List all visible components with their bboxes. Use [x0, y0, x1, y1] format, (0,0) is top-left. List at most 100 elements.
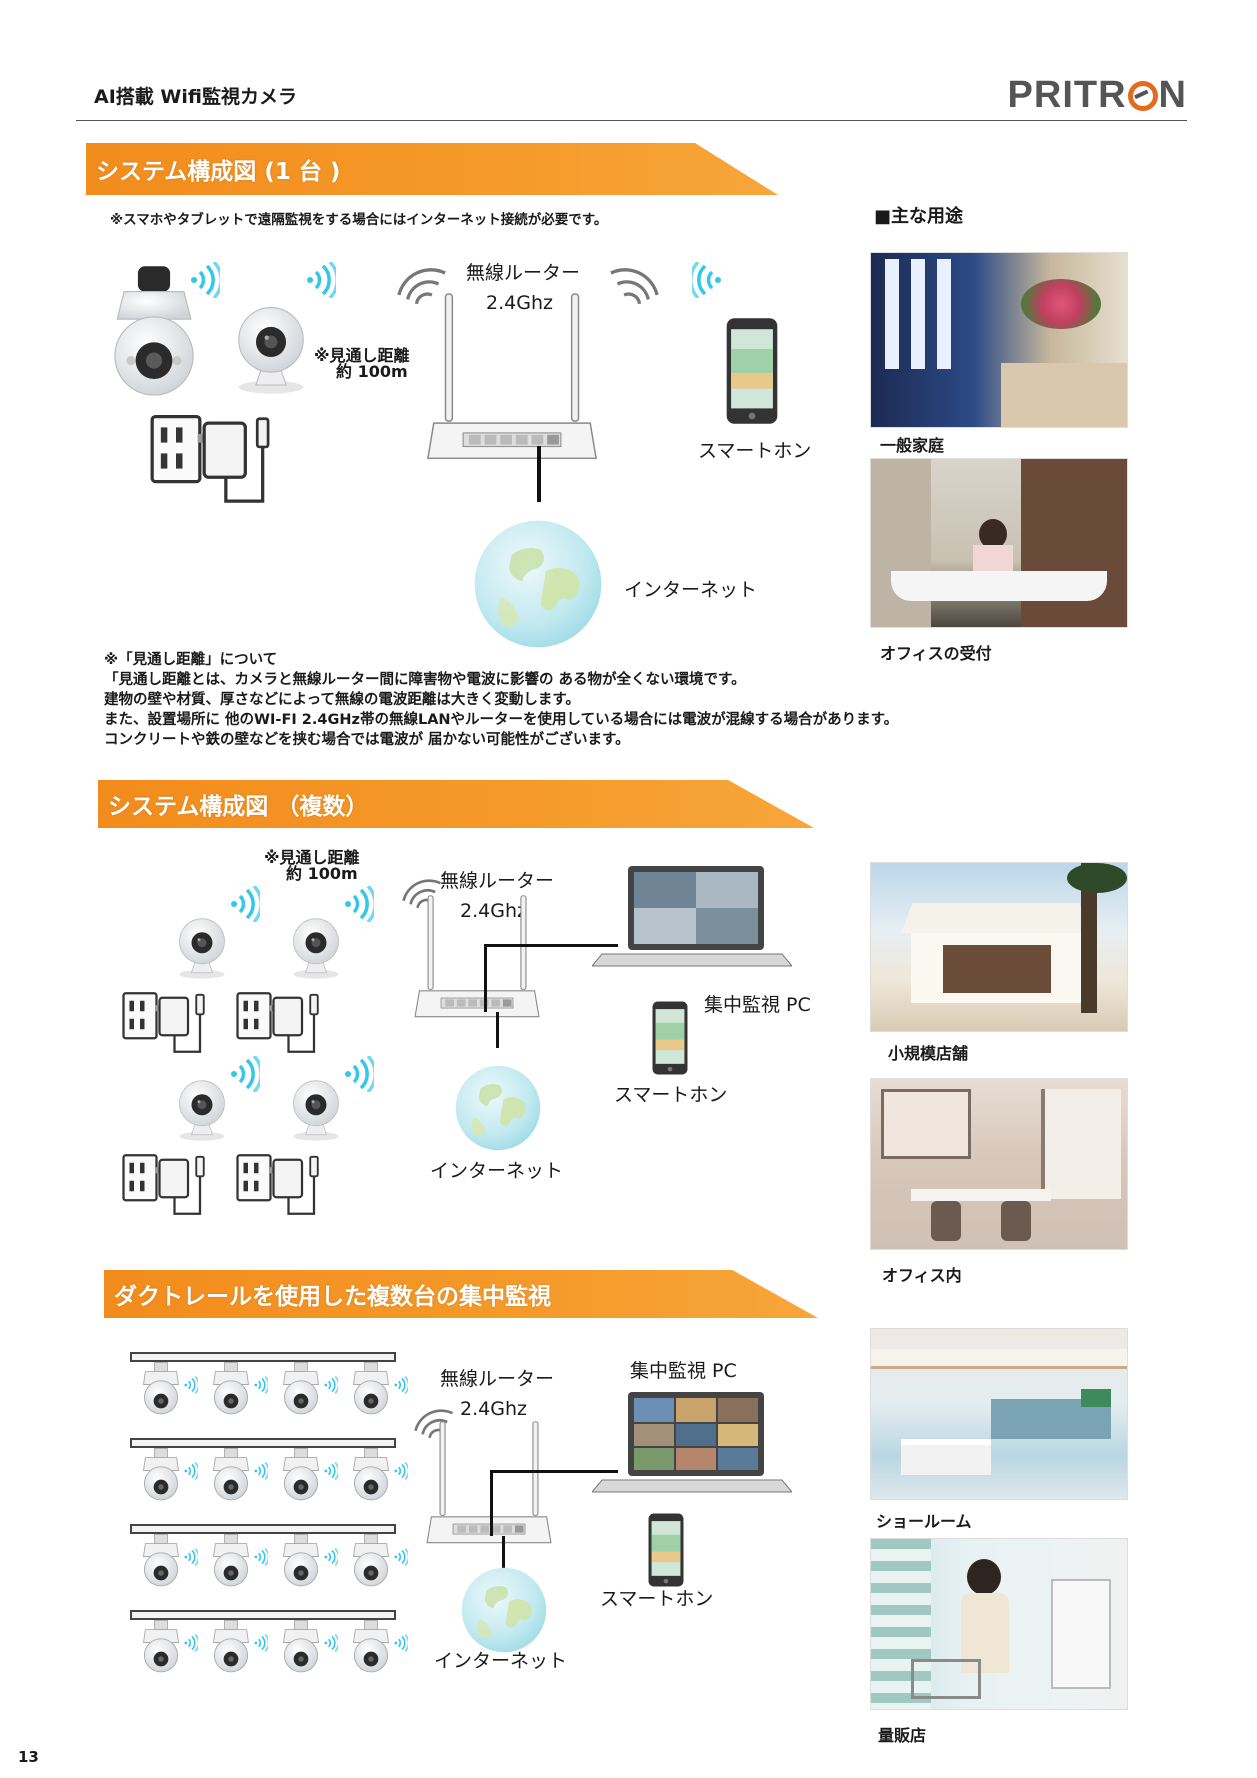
smartphone-icon: [652, 1001, 688, 1075]
photo-office-reception: [870, 458, 1128, 628]
rail-camera: [213, 1362, 249, 1415]
dome-camera: [179, 918, 225, 980]
central-monitoring-pc: [592, 1391, 792, 1493]
rail-camera: [213, 1534, 249, 1587]
distance-label-1: ※見通し距離: [314, 346, 410, 365]
wireless-router: [414, 895, 540, 1018]
use-label-office-reception: オフィスの受付: [880, 644, 992, 663]
internet-globe-icon: [455, 1065, 541, 1151]
use-label-small-store: 小規模店舗: [888, 1044, 969, 1063]
dome-camera: [179, 1080, 225, 1142]
pc-label: 集中監視 PC: [630, 1360, 737, 1382]
smartphone-icon: [726, 318, 778, 424]
rail-camera: [283, 1362, 319, 1415]
wifi-icon: [394, 1634, 408, 1652]
cable-line: [490, 1470, 618, 1473]
wifi-icon: [324, 1634, 338, 1652]
cable-line: [537, 446, 541, 502]
wifi-icon: [184, 1548, 198, 1566]
logo-o-icon: [1127, 80, 1158, 111]
power-outlet-adapter: [122, 1154, 205, 1215]
section1-heading: システム構成図 (1 台 ): [86, 143, 778, 195]
smartphone-label: スマートホン: [614, 1084, 728, 1106]
internet-globe-icon: [474, 520, 602, 648]
wifi-icon: [254, 1462, 268, 1480]
wifi-icon: [230, 886, 260, 922]
power-outlet-adapter: [236, 992, 319, 1053]
pc-label: 集中監視 PC: [704, 994, 811, 1016]
header-rule: [76, 120, 1187, 121]
power-outlet-adapter: [150, 414, 270, 503]
ptz-camera: [114, 265, 194, 396]
rail-camera: [213, 1448, 249, 1501]
page-number: 13: [18, 1748, 39, 1766]
wifi-icon: [254, 1634, 268, 1652]
use-label-home: 一般家庭: [880, 436, 945, 455]
document-title: AI搭載 Wifi監視カメラ: [94, 86, 297, 108]
wifi-icon: [190, 262, 220, 298]
smartphone-label: スマートホン: [600, 1588, 714, 1610]
dome-camera: [293, 1080, 339, 1142]
router-label: 無線ルーター: [440, 1368, 555, 1390]
rail-camera: [143, 1534, 179, 1587]
wireless-router: [427, 293, 597, 460]
internet-label: インターネット: [624, 579, 758, 601]
wifi-icon: [394, 1376, 408, 1394]
uses-heading: ■主な用途: [874, 206, 964, 227]
distance-label-2: 約 100m: [336, 362, 408, 381]
wireless-router: [426, 1421, 552, 1544]
duct-rail: [130, 1610, 396, 1620]
wifi-icon: [306, 262, 336, 298]
wifi-icon: [184, 1376, 198, 1394]
internet-globe-icon: [461, 1567, 547, 1653]
power-outlet-adapter: [236, 1154, 319, 1215]
logo-text-end: N: [1158, 74, 1187, 116]
use-label-retail-store: 量販店: [878, 1726, 927, 1745]
photo-retail-store: [870, 1538, 1128, 1710]
dome-camera: [293, 918, 339, 980]
power-outlet-adapter: [122, 992, 205, 1053]
rail-camera: [353, 1620, 389, 1673]
distance-note-line: ※「見通し距離」について: [104, 652, 278, 668]
distance-note-line: 「見通し距離とは、カメラと無線ルーター間に障害物や電波に影響の ある物が全くない…: [104, 672, 746, 688]
wifi-icon: [324, 1548, 338, 1566]
dome-camera: [238, 306, 304, 395]
distance-note-line: コンクリートや鉄の壁などを挟む場合では電波が 届かない可能性がございます。: [104, 732, 630, 748]
wifi-icon: [394, 1462, 408, 1480]
distance-note-line: また、設置場所に 他のWI-FI 2.4GHz帯の無線LANやルーターを使用して…: [104, 712, 899, 728]
central-monitoring-pc: [592, 865, 792, 967]
wifi-icon: [344, 1056, 374, 1092]
smartphone-icon: [648, 1513, 684, 1587]
rail-camera: [143, 1448, 179, 1501]
wifi-icon: [254, 1376, 268, 1394]
router-frequency: 2.4Ghz: [460, 1398, 527, 1420]
wifi-icon: [230, 1056, 260, 1092]
wifi-icon: [692, 262, 722, 298]
cable-line: [484, 944, 487, 1012]
use-label-office-interior: オフィス内: [882, 1266, 962, 1285]
rail-camera: [283, 1534, 319, 1587]
section3-heading: ダクトレールを使用した複数台の集中監視: [104, 1270, 818, 1318]
wifi-icon: [324, 1462, 338, 1480]
router-frequency: 2.4Ghz: [460, 900, 527, 922]
section2-heading: システム構成図 （複数）: [98, 780, 814, 828]
duct-rail: [130, 1438, 396, 1448]
distance-note-line: 建物の壁や材質、厚さなどによって無線の電波距離は大きく変動します。: [104, 692, 580, 708]
wifi-icon: [254, 1548, 268, 1566]
rail-camera: [283, 1620, 319, 1673]
internet-label: インターネット: [430, 1160, 564, 1182]
wifi-icon: [184, 1462, 198, 1480]
rail-camera: [143, 1620, 179, 1673]
photo-home: [870, 252, 1128, 428]
wifi-icon: [394, 1548, 408, 1566]
distance-label-1: ※見通し距離: [264, 848, 360, 867]
duct-rail: [130, 1524, 396, 1534]
rail-camera: [353, 1362, 389, 1415]
wifi-icon: [344, 886, 374, 922]
router-frequency: 2.4Ghz: [486, 292, 553, 314]
photo-small-store: [870, 862, 1128, 1032]
rail-camera: [353, 1534, 389, 1587]
photo-office-interior: [870, 1078, 1128, 1250]
internet-label: インターネット: [434, 1650, 568, 1672]
